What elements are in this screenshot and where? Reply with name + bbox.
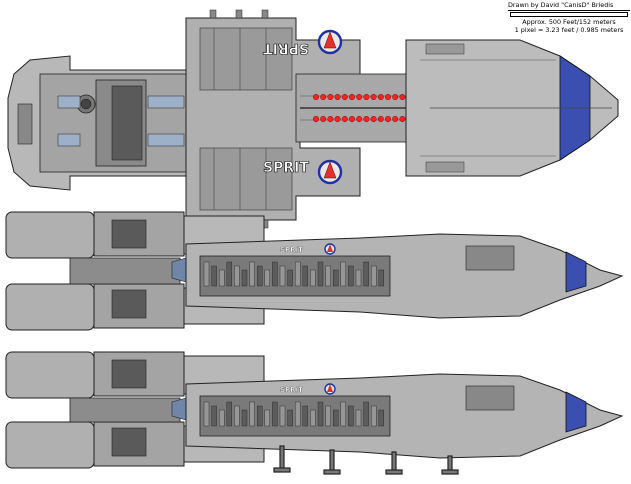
hull-detail-strut — [355, 409, 362, 427]
approx-size-text: Approx. 500 Feet/152 meters — [522, 18, 616, 26]
red-light-icon — [370, 115, 377, 122]
insignia-emblem-icon — [317, 29, 343, 55]
hull-detail-strut — [317, 261, 324, 287]
top-view: SPRIT SPRIT — [7, 9, 619, 229]
hull-detail-strut — [226, 261, 233, 287]
hull-detail-strut — [325, 265, 331, 287]
red-light-icon — [385, 115, 392, 122]
hull-detail-strut — [333, 269, 339, 287]
red-light-icon — [392, 115, 399, 122]
red-light-icon — [377, 93, 384, 100]
hull-name-marking-upper: SPRIT — [263, 40, 309, 56]
red-lights-row-upper — [313, 93, 406, 100]
red-light-icon — [341, 93, 348, 100]
red-lights-row-lower — [313, 115, 406, 122]
hull-detail-strut — [340, 401, 346, 427]
hull-detail-strut — [234, 265, 240, 287]
hull-detail-strut — [264, 269, 270, 287]
red-light-icon — [363, 93, 370, 100]
side-view: SPRIT — [5, 211, 624, 331]
hull-detail-strut — [355, 269, 362, 287]
red-light-icon — [377, 115, 384, 122]
hull-detail-strut — [249, 261, 255, 287]
hull-detail-strut — [295, 261, 301, 287]
red-light-icon — [327, 93, 334, 100]
red-light-icon — [334, 93, 341, 100]
hull-detail-strut — [211, 265, 217, 287]
hull-detail-strut — [287, 409, 293, 427]
red-light-icon — [349, 93, 356, 100]
red-light-icon — [399, 93, 406, 100]
hull-detail-strut — [348, 265, 354, 287]
hull-detail-strut — [295, 401, 301, 427]
hull-detail-strut — [226, 401, 233, 427]
hull-detail-strut — [264, 409, 270, 427]
red-light-icon — [370, 93, 377, 100]
hull-detail-strut — [371, 265, 377, 287]
red-light-icon — [341, 115, 348, 122]
hull-name-marking-side: SPRIT — [280, 386, 303, 394]
hull-detail-strut — [340, 261, 346, 287]
hull-name-marking-side: SPRIT — [280, 246, 303, 254]
red-light-icon — [385, 93, 392, 100]
hull-detail-strut — [363, 261, 369, 287]
hull-detail-strut — [211, 405, 217, 427]
hull-detail-strut — [218, 269, 225, 287]
hull-detail-strut — [333, 409, 339, 427]
hull-detail-strut — [317, 401, 324, 427]
red-light-icon — [313, 93, 320, 100]
hull-detail-strut — [378, 409, 384, 427]
hull-detail-strut — [279, 265, 286, 287]
hull-detail-strut — [257, 405, 263, 427]
hull-detail-strut — [241, 269, 248, 287]
red-light-icon — [392, 93, 399, 100]
hull-detail-panel — [203, 401, 384, 427]
red-light-icon — [320, 93, 327, 100]
hull-detail-strut — [218, 409, 225, 427]
hull-detail-strut — [378, 269, 384, 287]
hull-detail-strut — [310, 269, 316, 287]
hull-detail-strut — [310, 409, 316, 427]
pixel-scale-text: 1 pixel = 3.23 feet / 0.985 meters — [514, 26, 624, 34]
hull-detail-strut — [363, 401, 369, 427]
hull-detail-panel — [203, 261, 384, 287]
insignia-emblem-icon — [324, 243, 336, 255]
hull-detail-strut — [249, 401, 255, 427]
credits-divider — [508, 10, 630, 11]
hull-detail-strut — [325, 405, 331, 427]
hull-detail-strut — [287, 269, 293, 287]
insignia-emblem-icon — [317, 159, 343, 185]
red-light-icon — [363, 115, 370, 122]
hull-detail-strut — [203, 261, 210, 287]
red-light-icon — [327, 115, 334, 122]
hull-detail-strut — [348, 405, 354, 427]
hull-detail-strut — [241, 409, 248, 427]
hull-detail-strut — [234, 405, 240, 427]
side-view-landing-gear: SPRIT — [5, 351, 624, 475]
scale-bar — [510, 12, 628, 17]
red-light-icon — [334, 115, 341, 122]
credits-block: Drawn by David "CanisD" Briedis Approx. … — [508, 1, 630, 34]
red-light-icon — [399, 115, 406, 122]
author-credit: Drawn by David "CanisD" Briedis — [508, 1, 614, 9]
red-light-icon — [356, 115, 363, 122]
hull-detail-strut — [371, 405, 377, 427]
red-light-icon — [349, 115, 356, 122]
hull-detail-strut — [279, 405, 286, 427]
insignia-emblem-icon — [324, 383, 336, 395]
hull-detail-strut — [302, 265, 308, 287]
hull-detail-strut — [203, 401, 210, 427]
hull-detail-strut — [302, 405, 308, 427]
red-light-icon — [356, 93, 363, 100]
hull-detail-strut — [257, 265, 263, 287]
red-light-icon — [313, 115, 320, 122]
hull-name-marking-lower: SPRIT — [263, 160, 309, 176]
landing-gear — [273, 445, 459, 475]
hull-detail-strut — [272, 401, 278, 427]
hull-detail-strut — [272, 261, 278, 287]
red-light-icon — [320, 115, 327, 122]
